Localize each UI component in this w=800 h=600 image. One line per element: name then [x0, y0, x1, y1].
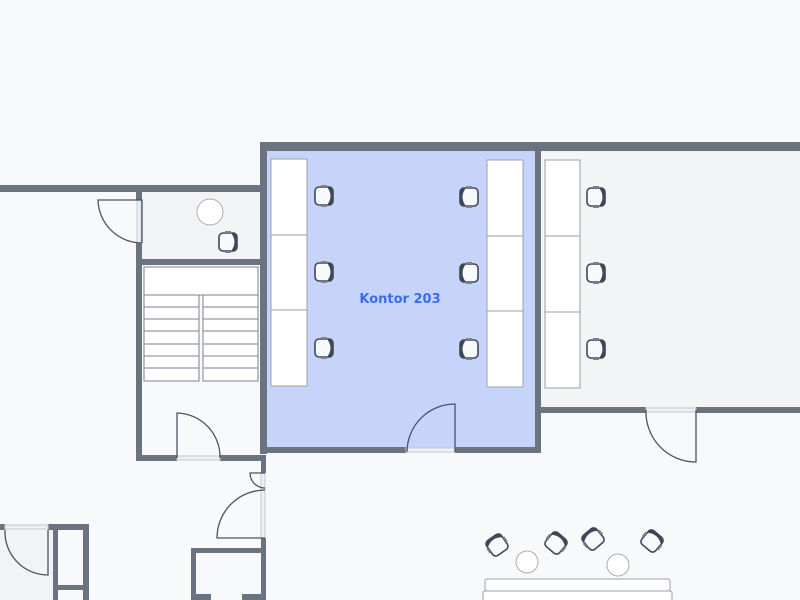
chair-icon — [585, 260, 607, 286]
bench — [482, 578, 673, 600]
chair-icon — [313, 335, 335, 361]
door-corridor[interactable] — [216, 472, 266, 539]
room-label-kontor-203: Kontor 203 — [359, 292, 440, 307]
door-stairwell[interactable] — [176, 412, 221, 461]
desks-right-office — [544, 159, 581, 389]
chair-icon — [458, 260, 480, 286]
round-table — [515, 550, 539, 574]
chair-icon — [585, 184, 607, 210]
walls — [0, 142, 800, 600]
chair-icon — [585, 336, 607, 362]
chair-icon — [577, 523, 609, 555]
chair-icon — [313, 259, 335, 285]
door-bottom-left[interactable] — [4, 524, 49, 576]
staircase — [143, 266, 259, 382]
chair-icon — [458, 336, 480, 362]
chair-icon — [313, 183, 335, 209]
round-table — [196, 198, 224, 226]
door-right-office[interactable] — [645, 407, 697, 463]
room-right-office[interactable] — [540, 151, 800, 409]
chair-icon — [636, 525, 668, 557]
desks-kontor-right — [486, 159, 524, 388]
chair-icon — [458, 184, 480, 210]
door-kontor-203[interactable] — [405, 403, 456, 453]
chair-icon — [217, 229, 239, 255]
room-bottom-left — [0, 528, 55, 600]
round-table — [606, 553, 630, 577]
chair-icon — [481, 529, 513, 561]
desks-kontor-left — [270, 158, 308, 387]
chair-icon — [540, 527, 572, 559]
door-small-room[interactable] — [97, 199, 143, 244]
